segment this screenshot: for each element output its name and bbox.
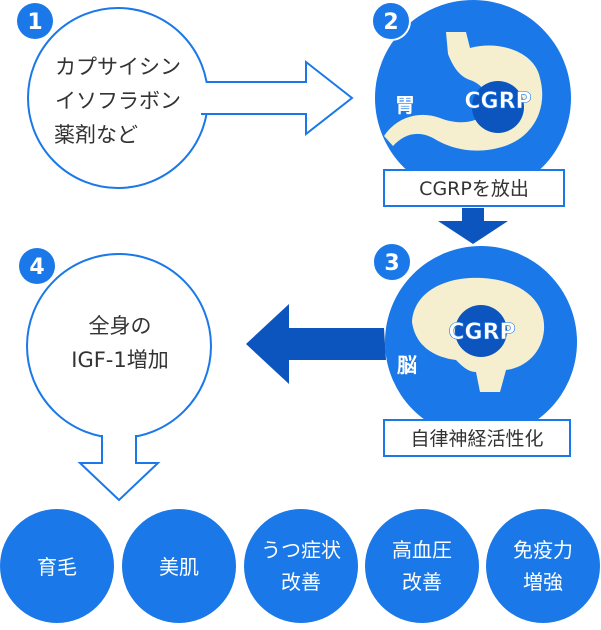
step-3-cgrp-circle (455, 305, 507, 357)
effect-circle (0, 509, 114, 623)
step-3-number-badge (372, 242, 412, 282)
step-2-caption-box (383, 169, 565, 207)
effect-label-line-2: 改善 (281, 570, 321, 594)
effect-circle (122, 509, 236, 623)
step-2-caption: CGRPを放出 (419, 178, 529, 200)
step-1-line-2: イソフラボン (55, 89, 181, 113)
step-4-circle (26, 253, 212, 439)
step-4-line-1: 全身の (89, 314, 152, 338)
step-1-line-1: カプサイシン (55, 55, 181, 79)
effect-depression: うつ症状 改善 (244, 509, 358, 623)
step-1: 1 カプサイシン イソフラボン 薬剤など (17, 3, 209, 189)
step-3-organ-label: 脳 (396, 353, 417, 377)
step-2-number: 2 (383, 10, 398, 35)
step-2-cgrp-badge: CGRP (464, 89, 531, 114)
effect-hair-growth: 育毛 (0, 509, 114, 623)
effect-circle (365, 509, 479, 623)
step-2-cgrp-circle (472, 81, 524, 133)
step-3-cgrp-badge: CGRP (448, 320, 515, 345)
arrow-step1-to-step2 (201, 59, 354, 137)
step-1-number: 1 (27, 10, 42, 35)
step-3-caption: 自律神経活性化 (410, 428, 543, 450)
step-2-number-badge (371, 1, 411, 41)
step-4-line-2: IGF-1増加 (71, 348, 168, 372)
effect-label-line-1: 免疫力 (513, 538, 573, 562)
effect-skin: 美肌 (122, 509, 236, 623)
step-3-caption-box (383, 419, 571, 457)
step-3: 3 脳 CGRP 自律神経活性化 (372, 242, 577, 457)
effect-immunity: 免疫力 増強 (486, 509, 600, 623)
step-2-organ-label: 胃 (395, 93, 415, 117)
effect-label-line-1: 育毛 (37, 555, 77, 579)
step-4-number: 4 (29, 255, 44, 280)
effect-label-line-1: 美肌 (159, 555, 199, 579)
step-4: 4 全身の IGF-1増加 (19, 248, 212, 439)
step-4-number-badge (19, 248, 55, 284)
effect-circle (244, 509, 358, 623)
effect-label-line-2: 増強 (523, 570, 563, 594)
effect-label-line-2: 改善 (402, 570, 442, 594)
effects-row: 育毛 美肌 うつ症状 改善 高血圧 改善 免疫力 増強 (0, 509, 600, 623)
effect-circle (486, 509, 600, 623)
effect-hypertension: 高血圧 改善 (365, 509, 479, 623)
step-3-number: 3 (384, 251, 399, 276)
arrow-step3-to-step4 (246, 304, 386, 384)
step-2-circle (375, 0, 571, 196)
step-1-number-badge (17, 3, 53, 39)
arrow-step2-to-step3 (438, 208, 508, 244)
step-2: 2 胃 CGRP CGRPを放出 (371, 0, 571, 207)
arrow-step4-to-effects (77, 435, 161, 502)
effect-label-line-1: 高血圧 (392, 538, 452, 562)
step-1-line-3: 薬剤など (54, 123, 138, 147)
effect-label-line-1: うつ症状 (261, 538, 341, 562)
